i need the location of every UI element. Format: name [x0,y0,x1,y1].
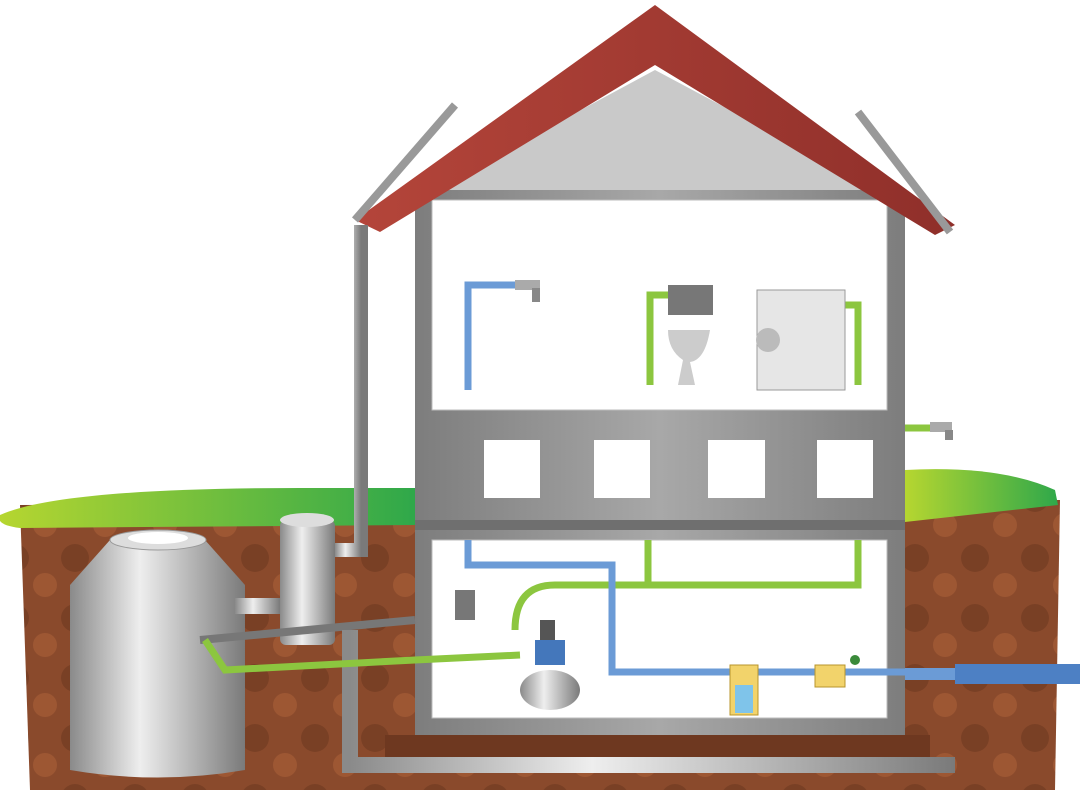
toilet-icon [668,285,713,385]
window [594,440,650,498]
cistern-tank [70,529,245,778]
downpipe [335,225,368,557]
window [484,440,540,498]
window [817,440,873,498]
overflow-pipe [199,616,416,644]
pump-icon [520,620,580,710]
washing-machine-icon [756,289,846,391]
water-filter-icon [729,664,759,716]
gable [432,70,880,190]
roof [355,5,955,235]
water-meter-icon [814,655,860,688]
gutter-right [854,109,954,235]
basement-room [431,539,888,719]
window [708,440,765,498]
outdoor-tap-icon [930,422,953,440]
floor-slab [415,520,905,530]
grass-right [905,469,1058,522]
grass [0,488,415,528]
sewer-pipe [342,630,955,773]
tap-icon [515,280,540,302]
basement-tap-icon [455,590,475,620]
mains-lines [464,281,905,676]
service-pipe-sleeve [955,664,1080,684]
gutter-left [351,102,459,223]
rainwater-filter [235,513,335,645]
